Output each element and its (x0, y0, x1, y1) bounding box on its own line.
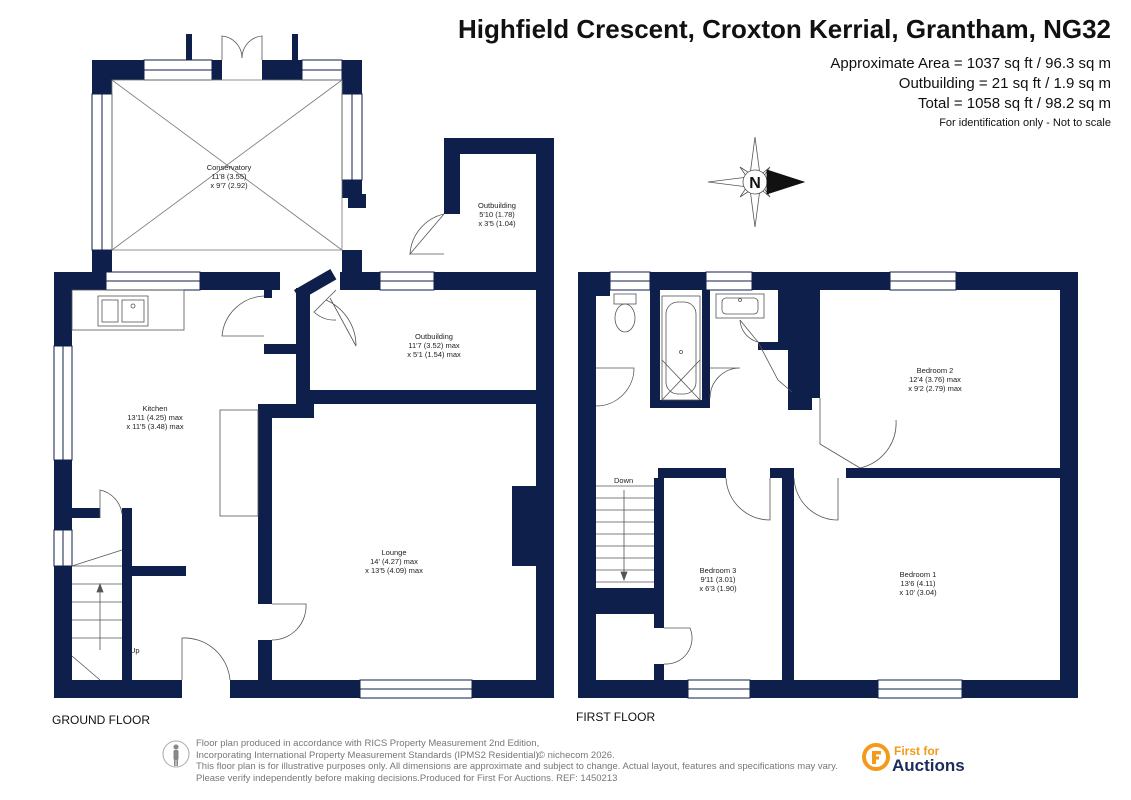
footer-line-4: Please verify independently before makin… (196, 772, 618, 784)
svg-text:11'8 (3.55): 11'8 (3.55) (211, 172, 247, 181)
ground-floor-label: GROUND FLOOR (52, 713, 151, 727)
first-floor-stairs (596, 485, 654, 583)
footer-line-2: Incorporating International Property Mea… (196, 749, 542, 761)
svg-text:x 13'5 (4.09) max: x 13'5 (4.09) max (365, 566, 423, 575)
svg-text:Bedroom 3: Bedroom 3 (700, 566, 737, 575)
svg-text:5'10 (1.78): 5'10 (1.78) (479, 210, 515, 219)
total-area: Total = 1058 sq ft / 98.2 sq m (917, 95, 1111, 112)
svg-text:x 6'3 (1.90): x 6'3 (1.90) (699, 584, 737, 593)
compass-icon (707, 136, 806, 228)
lounge-label: Lounge 14' (4.27) max x 13'5 (4.09) max (365, 548, 423, 575)
kitchen-label: Kitchen 13'11 (4.25) max x 11'5 (3.48) m… (126, 404, 183, 431)
kitchen-worktop (71, 289, 259, 517)
svg-text:14' (4.27) max: 14' (4.27) max (370, 557, 418, 566)
first-floor-windows (609, 271, 963, 699)
bath-icon (661, 295, 701, 401)
logo-line-2: Auctions (892, 756, 965, 775)
bedroom1-label: Bedroom 1 13'6 (4.11) x 10' (3.04) (899, 570, 937, 597)
page-title: Highfield Crescent, Croxton Kerrial, Gra… (457, 14, 1111, 44)
svg-text:13'11 (4.25) max: 13'11 (4.25) max (127, 413, 183, 422)
person-scale-icon (162, 740, 190, 768)
footer-line-3: This floor plan is for illustrative purp… (196, 761, 838, 772)
logo-mark-icon (862, 743, 890, 771)
svg-text:Lounge: Lounge (381, 548, 406, 557)
svg-text:Outbuilding: Outbuilding (478, 201, 516, 210)
outbuilding-small-label: Outbuilding 5'10 (1.78) x 3'5 (1.04) (478, 201, 516, 228)
svg-text:11'7 (3.52) max: 11'7 (3.52) max (408, 341, 460, 350)
identification-note: For identification only - Not to scale (939, 117, 1111, 129)
svg-text:x 11'5 (3.48) max: x 11'5 (3.48) max (126, 422, 183, 431)
ground-floor-windows (53, 59, 473, 699)
first-floor-doors (595, 319, 897, 665)
footer-copyright: © nichecom 2026. (538, 750, 615, 761)
svg-text:Outbuilding: Outbuilding (415, 332, 453, 341)
svg-text:x 10' (3.04): x 10' (3.04) (899, 588, 937, 597)
logo-line-1: First for (894, 744, 940, 758)
footer-disclaimer: Floor plan produced in accordance with R… (196, 738, 876, 784)
svg-text:13'6 (4.11): 13'6 (4.11) (900, 579, 936, 588)
stairs-down-label: Down (614, 476, 633, 485)
conservatory-roof-lines (111, 79, 343, 251)
first-floor-label: FIRST FLOOR (576, 710, 656, 724)
bedroom2-label: Bedroom 2 12'4 (3.76) max x 9'2 (2.79) m… (908, 366, 962, 393)
compass-letter: N (749, 175, 761, 192)
toilet-icon (613, 293, 637, 333)
ground-stairs (71, 549, 123, 681)
outbuilding-area: Outbuilding = 21 sq ft / 1.9 sq m (898, 75, 1111, 92)
first-floor-walls (578, 272, 1078, 698)
conservatory-french-doors (186, 34, 298, 60)
svg-text:x 9'7 (2.92): x 9'7 (2.92) (210, 181, 248, 190)
basin-icon (715, 293, 765, 319)
svg-text:x 9'2 (2.79) max: x 9'2 (2.79) max (908, 384, 962, 393)
footer-line-1: Floor plan produced in accordance with R… (196, 738, 540, 749)
conservatory-label: Conservatory 11'8 (3.55) x 9'7 (2.92) (207, 163, 252, 190)
svg-text:9'11 (3.01): 9'11 (3.01) (700, 575, 736, 584)
svg-text:Bedroom 2: Bedroom 2 (917, 366, 954, 375)
svg-text:Bedroom 1: Bedroom 1 (900, 570, 937, 579)
svg-text:12'4 (3.76) max: 12'4 (3.76) max (909, 375, 961, 384)
ground-floor-walls (54, 60, 554, 698)
outbuilding-large-label: Outbuilding 11'7 (3.52) max x 5'1 (1.54)… (407, 332, 461, 359)
stairs-up-label: Up (130, 646, 140, 655)
ground-floor-doors (99, 213, 445, 681)
kitchen-sink-icon (97, 295, 149, 327)
bedroom3-label: Bedroom 3 9'11 (3.01) x 6'3 (1.90) (699, 566, 737, 593)
svg-text:Kitchen: Kitchen (142, 404, 167, 413)
approx-area: Approximate Area = 1037 sq ft / 96.3 sq … (830, 55, 1111, 72)
svg-text:x 3'5 (1.04): x 3'5 (1.04) (478, 219, 516, 228)
svg-text:x 5'1 (1.54) max: x 5'1 (1.54) max (407, 350, 461, 359)
svg-text:Conservatory: Conservatory (207, 163, 252, 172)
